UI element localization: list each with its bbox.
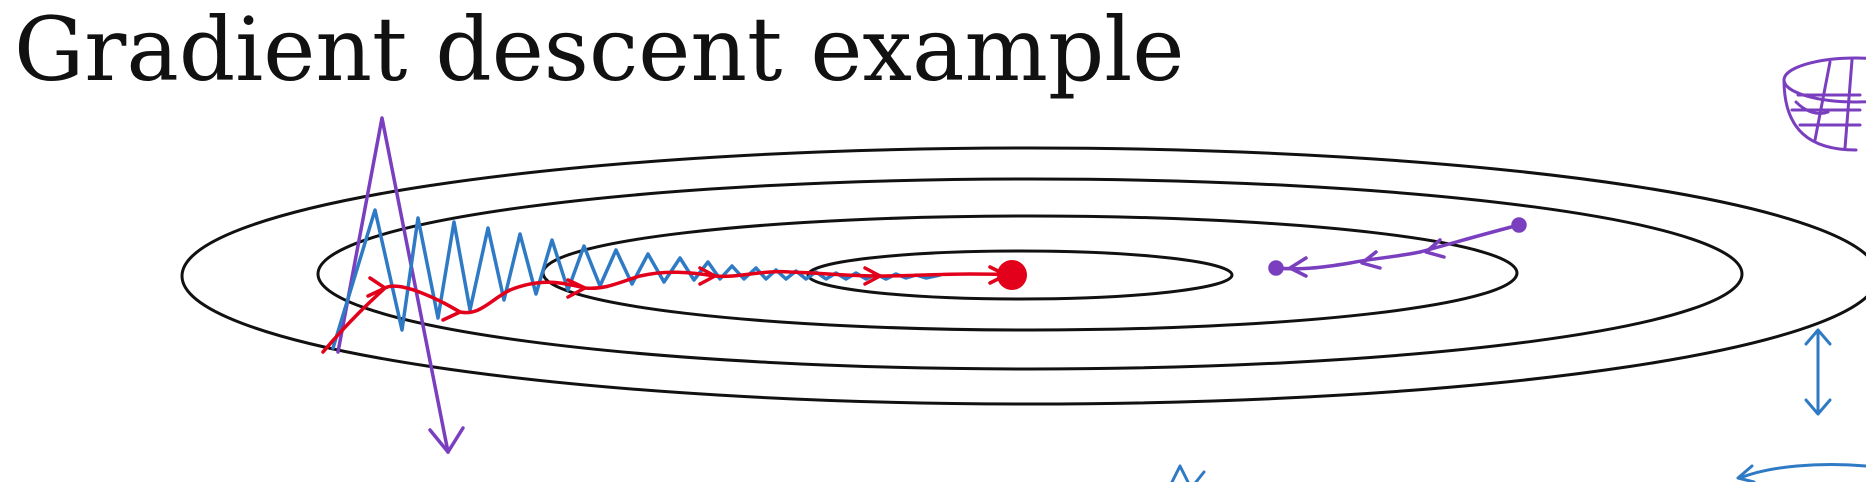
- contour-outer: [180, 146, 1866, 406]
- blue-horizontal-arrow-partial: [1736, 463, 1866, 482]
- contour-second: [316, 177, 1744, 371]
- blue-vertical-double-arrow: [1804, 328, 1832, 416]
- purple-path-right: [1268, 217, 1527, 278]
- contour-inner: [806, 249, 1234, 301]
- purple-divergent-arrow: [336, 116, 465, 454]
- blue-bottom-stroke: [1170, 464, 1206, 482]
- right-margin-sketches: [1170, 56, 1866, 482]
- blue-oscillating-path: [331, 208, 942, 350]
- minimum-point: [997, 260, 1027, 290]
- page-title: Gradient descent example: [14, 0, 1185, 101]
- purple-bowl-sketch: [1782, 56, 1866, 152]
